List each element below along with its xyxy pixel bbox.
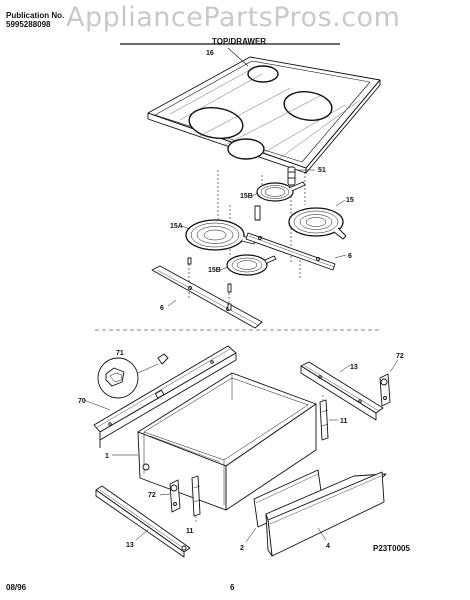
- callout-15b-bottom: 15B: [208, 267, 221, 274]
- drawer-guide-bottom: [95, 485, 191, 558]
- callout-15b-top: 15B: [240, 193, 253, 200]
- drawer-rail-left: [93, 345, 237, 448]
- callout-15: 15: [346, 197, 354, 204]
- drawer-clip-right: [319, 395, 329, 441]
- callout-11-bottom: 11: [186, 528, 194, 535]
- detail-inset-latch: [97, 353, 169, 399]
- callout-11-right: 11: [340, 418, 348, 425]
- cooktop-glass-top: [147, 56, 381, 174]
- callout-71: 71: [116, 350, 124, 357]
- figure-code: P23T0005: [373, 544, 410, 553]
- element-support-bracket-left: [151, 265, 263, 329]
- footer-page-number: 6: [230, 583, 235, 592]
- callout-labels: 16 51 15B 15 15A 15B 6 6 71 70 13 72 11 …: [78, 50, 404, 552]
- drawer-clip-left: [191, 475, 201, 524]
- watermark: AppliancePartsPros.com: [66, 2, 401, 33]
- callout-72-bottom: 72: [148, 492, 156, 499]
- callout-13-top: 13: [350, 364, 358, 371]
- publication-number: 5995288098: [6, 20, 51, 29]
- surface-element-large-left: [185, 219, 256, 251]
- callout-16: 16: [206, 50, 214, 57]
- callout-15a: 15A: [170, 223, 183, 230]
- drawer-rail-right: [300, 361, 384, 421]
- surface-element-small-bottom: [226, 254, 277, 276]
- callout-2: 2: [240, 545, 244, 552]
- callout-13-bottom: 13: [126, 542, 134, 549]
- screws: [187, 257, 232, 311]
- drawer-front-panel: [265, 471, 387, 557]
- terminal-block: [287, 166, 296, 186]
- footer-date: 08/96: [6, 583, 27, 592]
- callout-70: 70: [78, 398, 86, 405]
- callout-72-top: 72: [396, 353, 404, 360]
- drawer-box: [137, 372, 317, 511]
- callout-4: 4: [326, 543, 330, 550]
- surface-element-large-right: [288, 207, 347, 240]
- callout-51: 51: [318, 167, 326, 174]
- callout-6-right: 6: [348, 253, 352, 260]
- leader-line: [227, 47, 249, 67]
- roller-bracket-left: [169, 479, 181, 513]
- element-support-bracket-right: [245, 232, 336, 271]
- section-title: TOP/DRAWER: [212, 37, 267, 46]
- callout-1: 1: [105, 453, 109, 460]
- roller-bracket-right: [379, 373, 391, 407]
- surface-element-small-top: [256, 181, 306, 202]
- callout-6-left: 6: [160, 305, 164, 312]
- publication-label: Publication No.: [6, 11, 65, 20]
